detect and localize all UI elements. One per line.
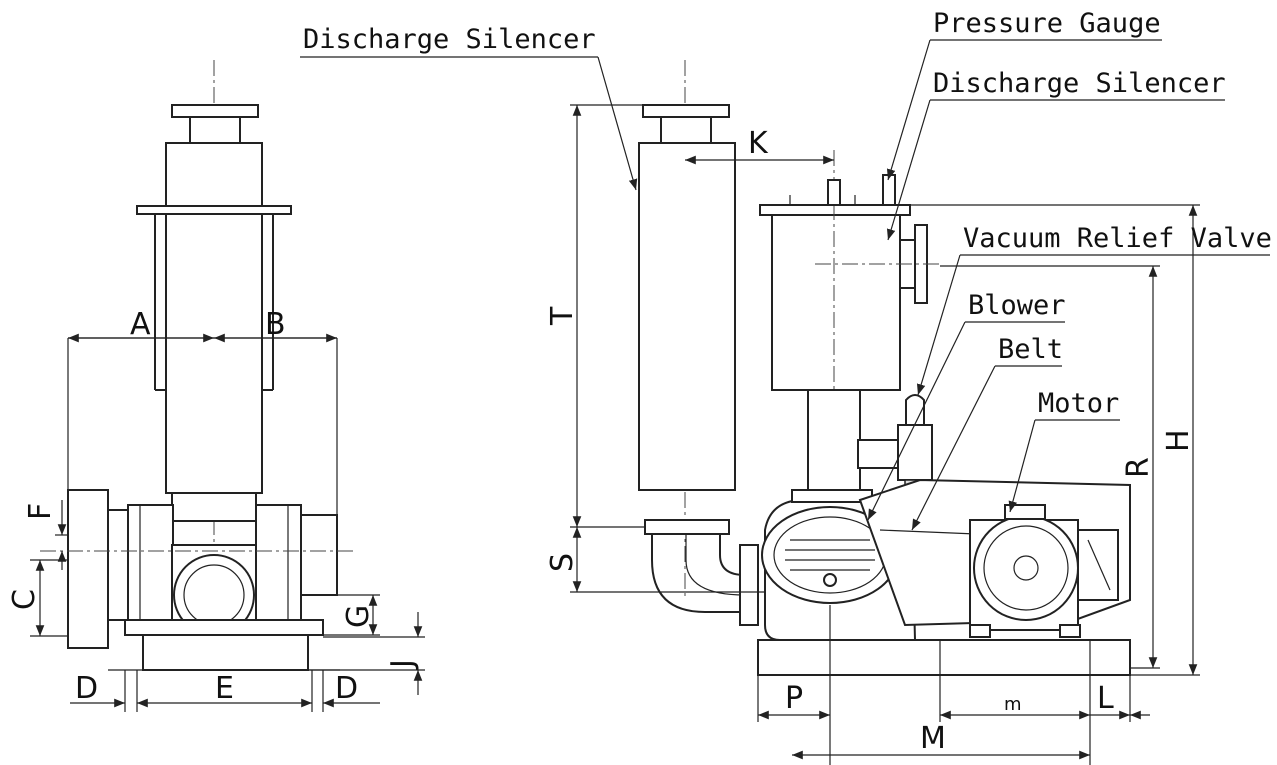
dim-label-b: B [265,307,286,342]
callout-motor: Motor [1038,388,1119,419]
callout-discharge-silencer-right: Discharge Silencer [933,68,1226,99]
callout-discharge-silencer-left: Discharge Silencer [303,24,596,55]
callout-belt: Belt [998,334,1063,365]
dim-label-h: H [1161,429,1196,452]
callout-pressure-gauge: Pressure Gauge [933,8,1161,39]
dim-label-k: K [748,126,769,161]
dim-label-l: L [1097,681,1114,716]
dim-label-r: R [1121,457,1156,478]
callout-blower: Blower [968,290,1066,321]
dim-label-f: F [23,503,58,520]
dim-label-c: C [7,589,42,610]
dim-label-m: M [920,721,946,756]
dim-label-g: G [341,605,376,628]
dim-label-e: E [215,671,234,706]
dim-label-t: T [545,306,580,326]
callout-leaders [300,39,1270,531]
dim-label-p: P [785,681,803,716]
blower-fins [785,539,875,571]
dim-label-s: S [545,553,580,572]
callout-vacuum-relief-valve: Vacuum Relief Valve [963,223,1272,254]
side-view [570,60,1200,765]
dim-label-m-small: m [1004,694,1022,715]
dim-label-a: A [130,307,151,342]
dim-label-d-left: D [75,671,98,706]
dim-label-d-right: D [335,671,358,706]
front-view [30,60,425,712]
dim-label-j: J [385,659,420,670]
